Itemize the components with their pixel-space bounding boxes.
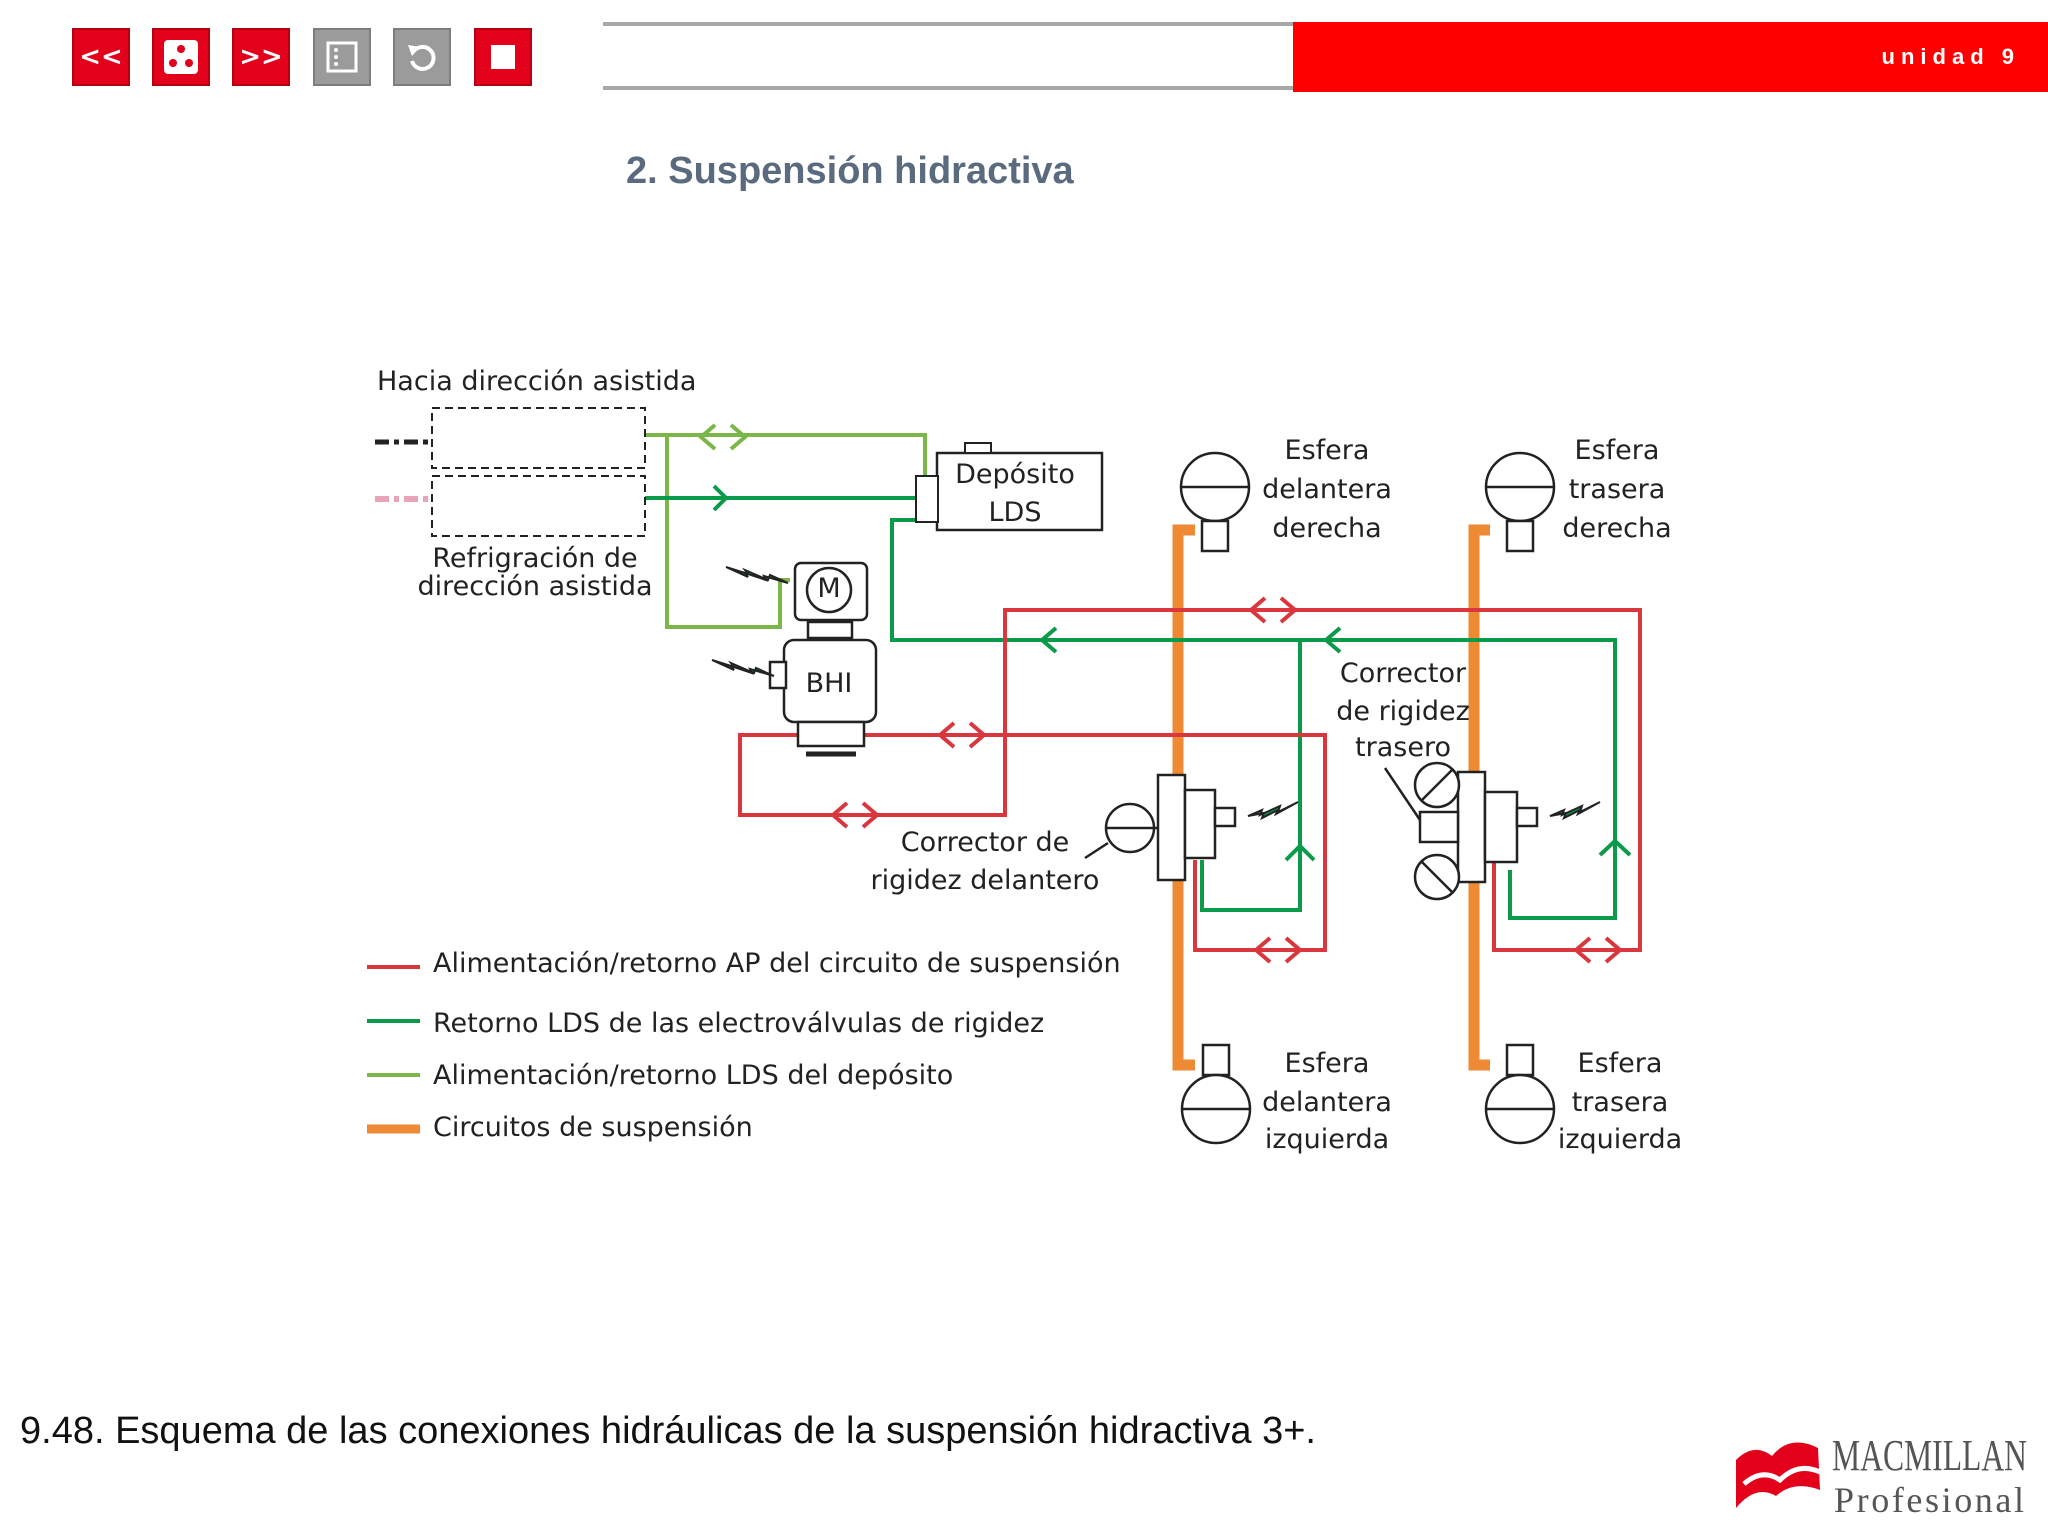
legend-label-lds-return: Retorno LDS de las electroválvulas de ri…	[433, 1008, 1044, 1039]
legend-label-suspension: Circuitos de suspensión	[433, 1112, 753, 1143]
hydraulic-block-bhi	[768, 561, 878, 757]
rear-corrector-label-3: trasero	[1355, 732, 1451, 763]
stop-button[interactable]	[474, 28, 532, 86]
next-button[interactable]: >>	[232, 28, 290, 86]
stop-icon	[491, 45, 515, 69]
unit-label: unidad 9	[1881, 44, 2020, 69]
legend-label-deposit: Alimentación/retorno LDS del depósito	[433, 1060, 953, 1091]
header-bar	[603, 22, 1293, 90]
sphere-rr-label-1: Esfera	[1575, 435, 1660, 466]
previous-label: <<	[79, 42, 123, 72]
deposit-lines	[645, 433, 927, 629]
logo-line-2: Profesional	[1834, 1480, 2024, 1520]
sphere-rr-label-2: trasera	[1569, 474, 1666, 505]
rear-stiffness-corrector	[1383, 761, 1539, 901]
lds-deposit	[915, 442, 1104, 532]
unit-banner: unidad 9	[1293, 22, 2048, 92]
dice-icon	[164, 40, 198, 74]
steering-label: Hacia dirección asistida	[377, 366, 696, 397]
previous-button[interactable]: <<	[72, 28, 130, 86]
sphere-rl-label-2: trasera	[1572, 1087, 1669, 1118]
sphere-rl-label-3: izquierda	[1558, 1124, 1682, 1155]
steering-line-markers	[375, 439, 430, 502]
diagram-legend: Alimentación/retorno AP del circuito de …	[367, 948, 1121, 1143]
sphere-fr-label-1: Esfera	[1285, 435, 1370, 466]
sphere-fl-label-2: delantera	[1262, 1087, 1392, 1118]
motor-label: M	[817, 573, 840, 604]
hp-lines	[738, 608, 1642, 952]
electric-bolt-icons	[711, 566, 1601, 821]
sphere-rr-label-3: derecha	[1562, 513, 1671, 544]
deposit-label-2: LDS	[989, 497, 1042, 528]
sphere-fr-label-3: derecha	[1272, 513, 1381, 544]
sphere-fl-label-3: izquierda	[1265, 1124, 1389, 1155]
refrigeration-label-2: dirección asistida	[417, 571, 652, 602]
section-title: 2. Suspensión hidractiva	[626, 150, 1074, 192]
sphere-rear-right	[1484, 451, 1556, 553]
home-button[interactable]	[152, 28, 210, 86]
refrigeration-label-1: Refrigración de	[432, 543, 637, 574]
steering-boxes	[431, 407, 646, 537]
undo-button[interactable]	[393, 28, 451, 86]
sphere-fl-label-1: Esfera	[1285, 1048, 1370, 1079]
lds-arrows	[712, 484, 1632, 862]
front-corrector-label-2: rigidez delantero	[871, 865, 1100, 896]
sphere-fr-label-2: delantera	[1262, 474, 1392, 505]
macmillan-logo: MACMILLAN Profesional	[1736, 1431, 2027, 1520]
rear-corrector-label-1: Corrector	[1340, 658, 1467, 689]
index-icon	[326, 41, 358, 73]
figure-caption: 9.48. Esquema de las conexiones hidráuli…	[20, 1410, 1316, 1452]
front-stiffness-corrector	[1084, 773, 1237, 882]
hydraulic-diagram: Depósito LDS M BHI	[367, 366, 1682, 1155]
index-button[interactable]	[313, 28, 371, 86]
rear-corrector-label-2: de rigidez	[1336, 696, 1470, 727]
legend-label-hp: Alimentación/retorno AP del circuito de …	[433, 948, 1121, 979]
sphere-front-right	[1179, 451, 1251, 553]
sphere-front-left	[1180, 1043, 1252, 1145]
logo-line-1: MACMILLAN	[1832, 1431, 2027, 1480]
next-label: >>	[239, 42, 283, 72]
bhi-label: BHI	[806, 668, 853, 699]
sphere-rear-left	[1484, 1043, 1556, 1145]
lds-return-lines	[645, 496, 1617, 920]
undo-icon	[408, 44, 436, 71]
front-corrector-label-1: Corrector de	[901, 827, 1070, 858]
deposit-label-1: Depósito	[955, 459, 1075, 490]
sphere-rl-label-1: Esfera	[1578, 1048, 1663, 1079]
